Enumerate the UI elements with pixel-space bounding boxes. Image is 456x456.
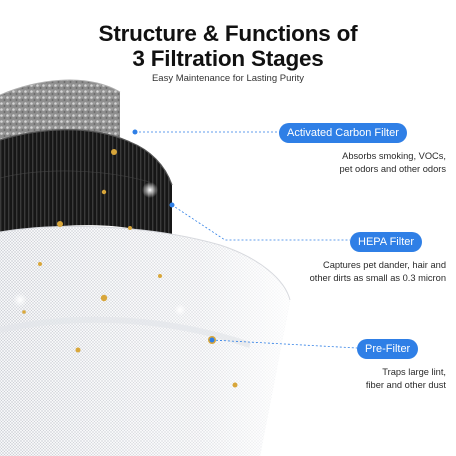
activated-carbon-layer-icon [0,79,121,140]
hepa-filter-description: Captures pet dander, hair and other dirt… [310,259,446,285]
callout-lines [135,131,358,349]
description-line: pet odors and other odors [339,164,446,174]
page-title-line-1: Structure & Functions of [98,21,358,46]
pre-filter-description: Traps large lint, fiber and other dust [366,366,446,392]
page-title-line-2: 3 Filtration Stages [132,46,324,71]
description-line: Captures pet dander, hair and [322,260,446,270]
pre-filter-label: Pre-Filter [357,339,419,359]
activated-carbon-filter-label: Activated Carbon Filter [279,123,407,143]
description-line: Traps large lint, [382,367,446,377]
description-line: other dirts as small as 0.3 micron [309,273,446,283]
hepa-filter-label: HEPA Filter [350,232,423,252]
description-line: fiber and other dust [365,380,446,390]
pre-filter-mesh-icon [0,225,291,456]
hepa-pleat-layer-icon [0,129,173,240]
dust-particle-icon [22,149,238,388]
subtitle: Easy Maintenance for Lasting Purity [151,73,305,84]
description-line: Absorbs smoking, VOCs, [342,151,446,161]
activated-carbon-filter-description: Absorbs smoking, VOCs, pet odors and oth… [340,150,446,176]
